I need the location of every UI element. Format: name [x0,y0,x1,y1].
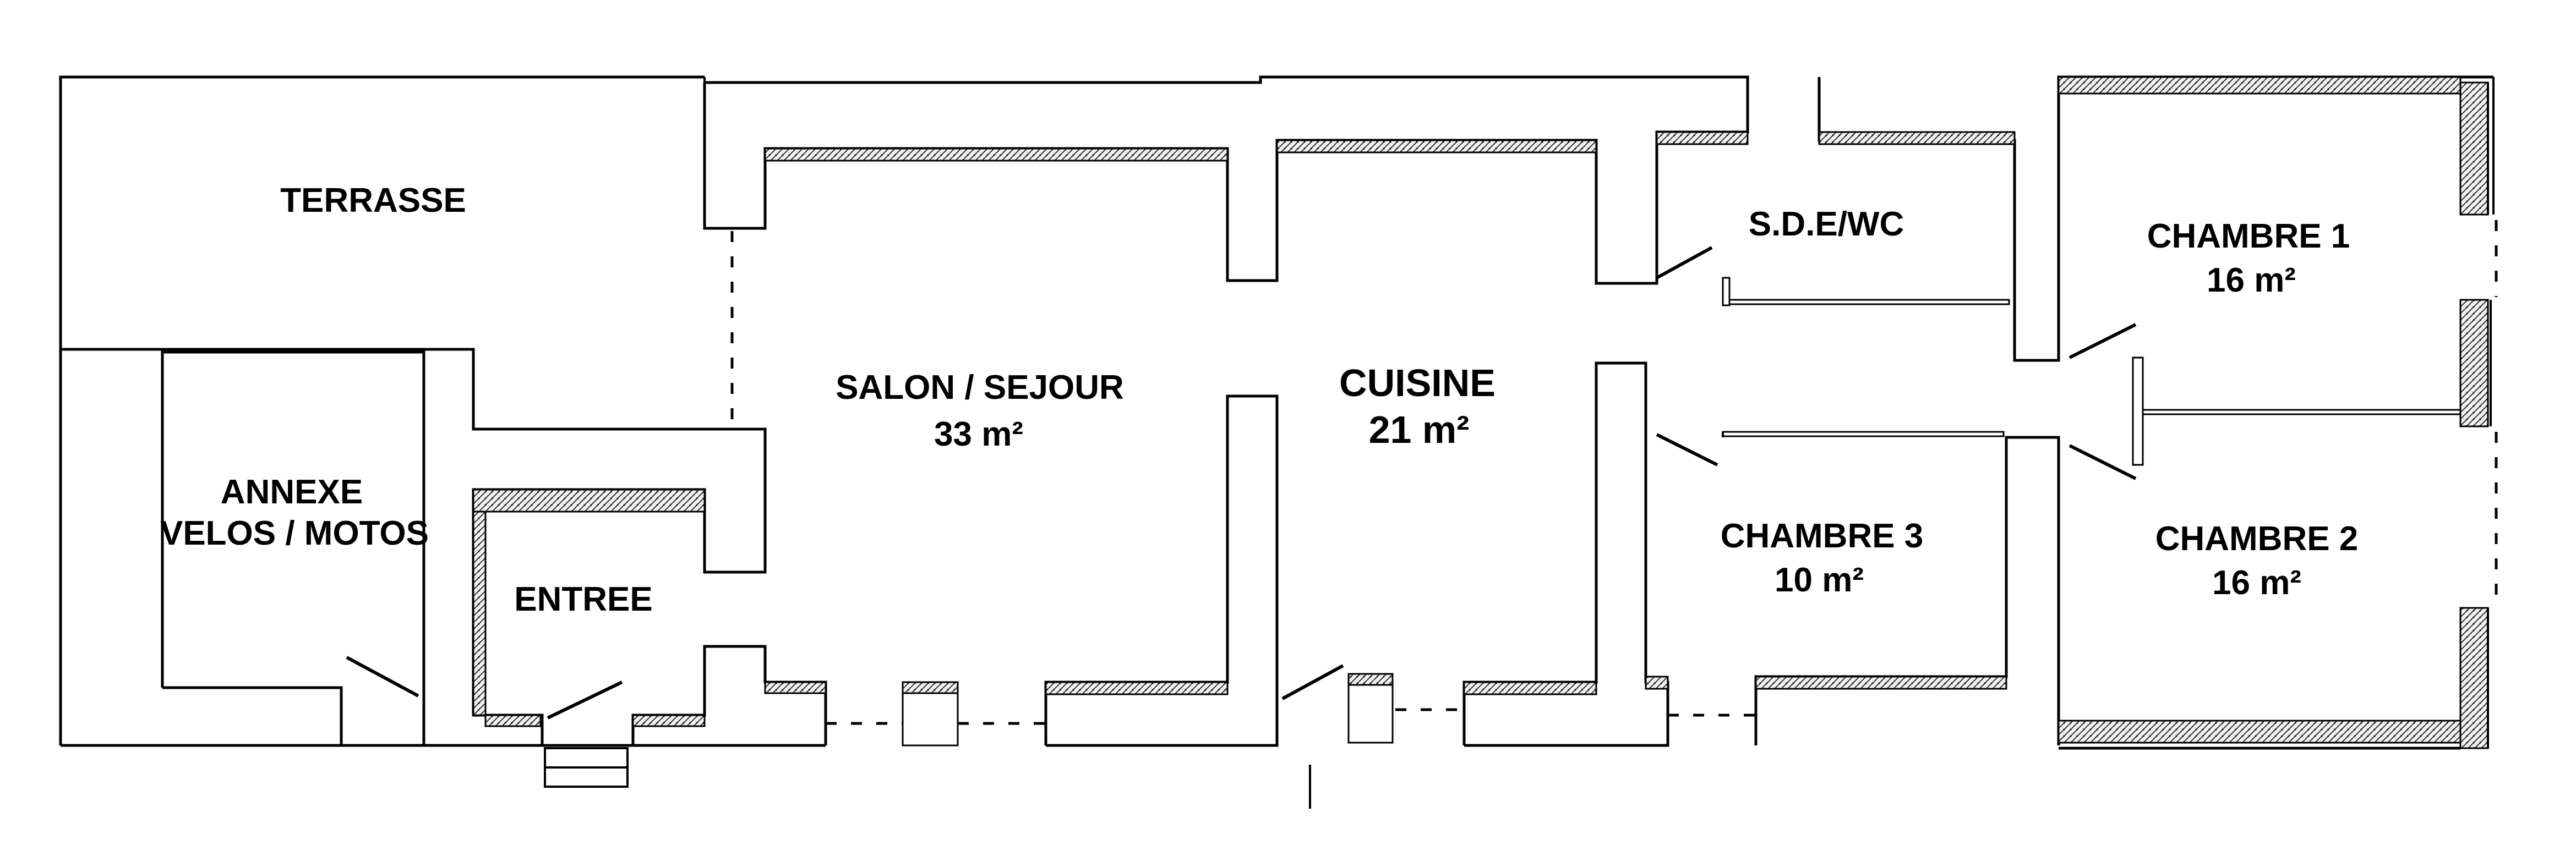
cuisine-area: 21 m² [1369,408,1470,451]
salon-label: SALON / SEJOUR [836,369,1124,407]
doors [346,246,2137,720]
top-exterior-wall [703,75,2493,362]
entree-walls [472,231,827,788]
bottom-walls [826,361,2462,750]
chambre1-label: CHAMBRE 1 [2147,217,2350,255]
annexe-label-line1: ANNEXE [221,473,363,511]
chambre3-area: 10 m² [1775,561,1864,599]
chambre3-label: CHAMBRE 3 [1721,517,1924,555]
sde-label: S.D.E/WC [1749,205,1904,243]
chambre1-area: 16 m² [2207,261,2296,299]
chambre2-area: 16 m² [2212,564,2301,602]
annexe-label-line2: VELOS / MOTOS [160,514,429,552]
interior-partitions [1309,277,2462,809]
room-labels: TERRASSE ANNEXE VELOS / MOTOS ENTREE SAL… [160,182,2358,618]
right-exterior-wall [2459,77,2498,749]
annexe-walls [61,350,826,747]
terrasse-label: TERRASSE [280,182,466,220]
chambre2-label: CHAMBRE 2 [2155,520,2359,558]
cuisine-label: CUISINE [1339,361,1496,404]
salon-area: 33 m² [934,415,1023,453]
entree-label: ENTREE [514,580,652,618]
